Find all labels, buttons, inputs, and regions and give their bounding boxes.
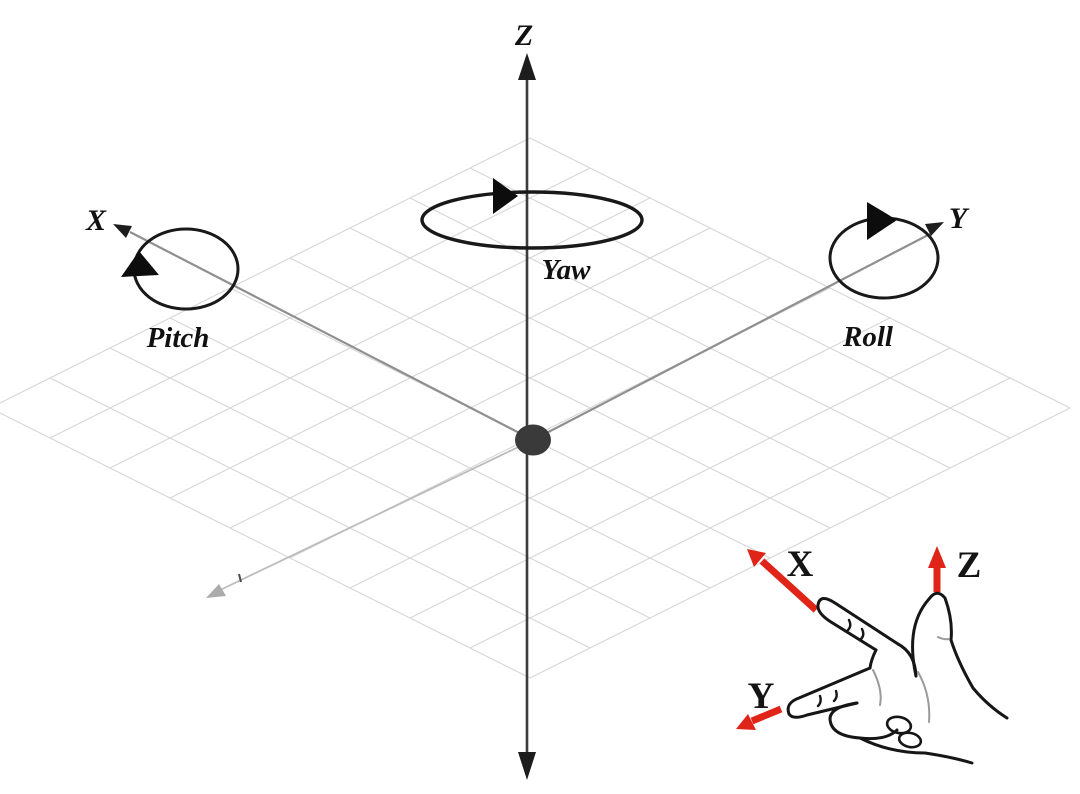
z-axis-top-arrowhead xyxy=(518,53,536,80)
hand-thumb xyxy=(911,591,953,678)
hand-y-arrow-shaft xyxy=(750,705,783,725)
x-axis-line xyxy=(129,231,534,441)
x-axis xyxy=(113,224,534,441)
hand-y-arrowhead xyxy=(736,714,756,730)
origin-dot xyxy=(515,424,551,456)
hand-y-label: Y xyxy=(748,676,775,717)
hand-x-label: X xyxy=(787,544,814,585)
y-axis-label: Y xyxy=(949,202,970,235)
z-axis xyxy=(518,53,536,780)
hand-curled-fingers xyxy=(828,701,899,741)
hand-middle-finger xyxy=(786,666,872,719)
z-axis-bottom-arrowhead xyxy=(518,752,536,780)
ground-grid xyxy=(0,137,1071,679)
hand-knuckle-lines xyxy=(816,618,865,708)
pitch-rotation-arrowhead xyxy=(121,251,159,277)
stray-mark xyxy=(238,573,242,583)
yaw-ellipse xyxy=(420,190,644,250)
roll-rotation: Roll xyxy=(828,202,940,353)
yaw-label: Yaw xyxy=(542,254,592,286)
hand-outer-edge xyxy=(949,638,1009,720)
grid-lines-down-right xyxy=(0,137,1071,679)
hand-palm-creases xyxy=(872,636,950,723)
hand-finger-crotch xyxy=(868,648,878,670)
hand-index-finger xyxy=(816,597,900,652)
roll-label: Roll xyxy=(842,321,894,353)
right-hand-rule: X Z Y xyxy=(736,544,1009,765)
y-axis xyxy=(532,222,944,441)
pitch-label: Pitch xyxy=(146,322,210,354)
negative-y-axis-line xyxy=(215,439,534,593)
hand-axis-arrows xyxy=(736,546,946,730)
hand-fingernail-1 xyxy=(885,715,913,735)
hand-fingernail-2 xyxy=(897,731,923,749)
x-axis-arrowhead xyxy=(113,224,132,238)
hand-x-arrowhead xyxy=(747,549,766,567)
negative-y-axis xyxy=(206,439,534,598)
hand-sketch xyxy=(786,591,1009,765)
y-axis-line xyxy=(532,233,931,441)
yaw-rotation: Yaw xyxy=(420,178,644,286)
roll-rotation-arrowhead xyxy=(867,202,897,240)
hand-x-arrow-shaft xyxy=(759,558,819,613)
hand-wrist-bottom xyxy=(858,736,974,765)
z-axis-label: Z xyxy=(514,19,533,52)
yaw-rotation-arrowhead xyxy=(493,178,518,214)
pitch-rotation: Pitch xyxy=(121,227,240,354)
hand-thumb-web xyxy=(896,642,918,678)
x-axis-label: X xyxy=(85,204,107,237)
hand-z-label: Z xyxy=(957,545,982,586)
negative-y-axis-arrowhead xyxy=(206,584,226,598)
grid-lines-up-right xyxy=(0,137,1071,679)
hand-z-arrowhead xyxy=(928,546,946,568)
y-axis-arrowhead xyxy=(925,222,944,236)
